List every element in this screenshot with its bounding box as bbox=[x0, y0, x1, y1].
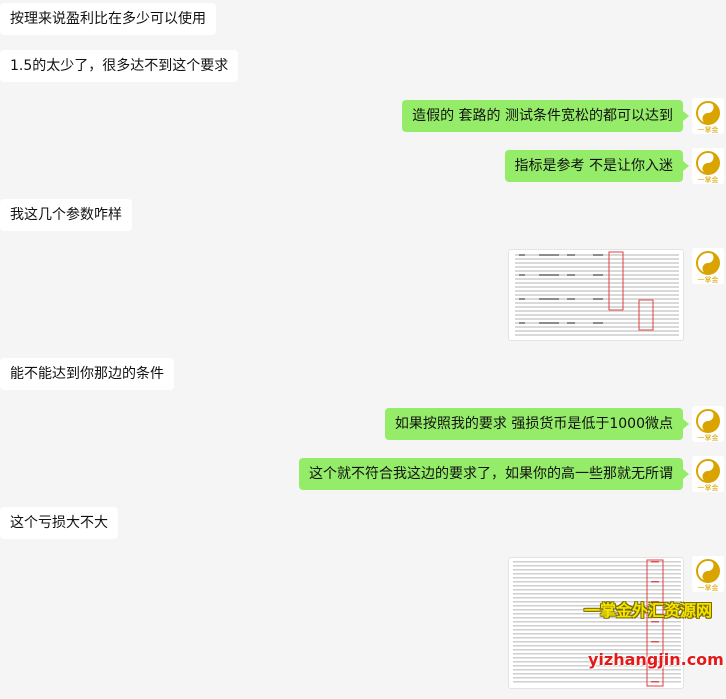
logo-icon bbox=[696, 409, 720, 433]
avatar[interactable]: 一掌金 bbox=[692, 248, 724, 284]
spreadsheet-thumbnail bbox=[515, 251, 679, 336]
avatar[interactable]: 一掌金 bbox=[692, 556, 724, 592]
image-message[interactable] bbox=[508, 249, 684, 341]
spreadsheet-thumbnail bbox=[513, 559, 681, 687]
avatar[interactable]: 一掌金 bbox=[692, 456, 724, 492]
message-bubble-outgoing[interactable]: 如果按照我的要求 强损货币是低于1000微点 bbox=[384, 408, 690, 440]
watermark-url: yizhangjin.com bbox=[588, 650, 724, 669]
message-bubble-outgoing[interactable]: 造假的 套路的 测试条件宽松的都可以达到 bbox=[402, 100, 689, 132]
avatar[interactable]: 一掌金 bbox=[692, 98, 724, 134]
message-bubble-incoming[interactable]: 按理来说盈利比在多少可以使用 bbox=[0, 3, 216, 35]
avatar-label: 一掌金 bbox=[697, 126, 719, 134]
message-bubble-outgoing[interactable]: 指标是参考 不是让你入迷 bbox=[504, 150, 690, 182]
avatar[interactable]: 一掌金 bbox=[692, 148, 724, 184]
image-message[interactable] bbox=[508, 557, 684, 689]
avatar[interactable]: 一掌金 bbox=[692, 406, 724, 442]
avatar-label: 一掌金 bbox=[697, 176, 719, 184]
avatar-label: 一掌金 bbox=[697, 584, 719, 592]
avatar-label: 一掌金 bbox=[697, 484, 719, 492]
avatar-label: 一掌金 bbox=[697, 276, 719, 284]
logo-icon bbox=[696, 151, 720, 175]
watermark-text: 一掌金外汇资源网 bbox=[584, 601, 713, 620]
message-bubble-incoming[interactable]: 我这几个参数咋样 bbox=[0, 199, 132, 231]
message-bubble-incoming[interactable]: 1.5的太少了，很多达不到这个要求 bbox=[0, 50, 239, 82]
logo-icon bbox=[696, 559, 720, 583]
logo-icon bbox=[696, 459, 720, 483]
avatar-label: 一掌金 bbox=[697, 434, 719, 442]
logo-icon bbox=[696, 251, 720, 275]
logo-icon bbox=[696, 101, 720, 125]
message-bubble-incoming[interactable]: 能不能达到你那边的条件 bbox=[0, 358, 174, 390]
message-bubble-incoming[interactable]: 这个亏损大不大 bbox=[0, 507, 118, 539]
message-bubble-outgoing[interactable]: 这个就不符合我这边的要求了，如果你的高一些那就无所谓 bbox=[299, 458, 689, 490]
